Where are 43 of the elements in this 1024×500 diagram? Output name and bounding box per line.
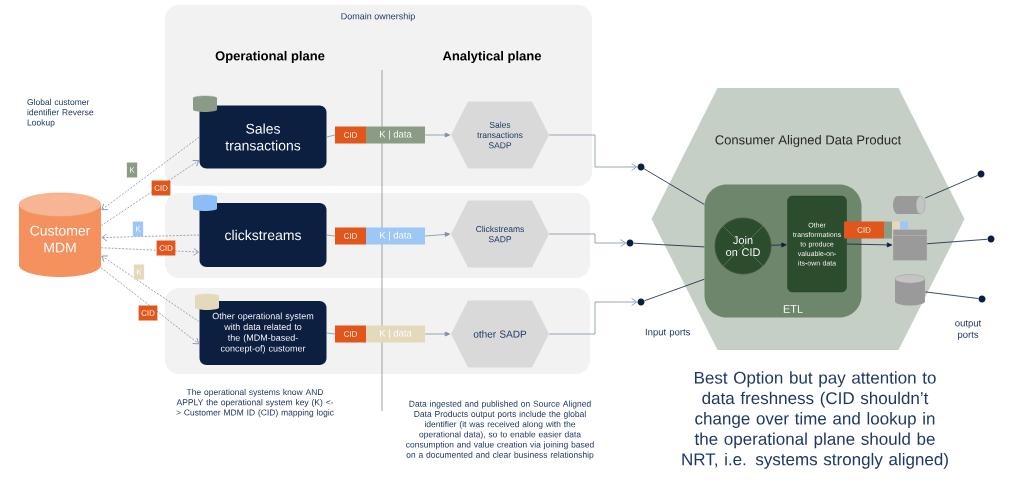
storage-cylinder bbox=[893, 195, 926, 215]
database-cylinder: Customer MDM bbox=[18, 192, 102, 277]
edge-label: CID bbox=[138, 305, 158, 321]
hexagon: Clickstreams SADP bbox=[451, 200, 549, 268]
text-label: Domain ownership bbox=[341, 12, 415, 22]
arrow bbox=[100, 247, 199, 256]
record-tag: CID K | data bbox=[335, 325, 425, 343]
edge-label: CID bbox=[156, 240, 176, 256]
text-label: Data ingested and published on Source Aligned Data Products output ports include the global identifier (it was received along with the operational data), so to enable easier data consumption and value creation via joining based on a documented and clear business relationship bbox=[406, 400, 594, 460]
hexagon: Sales transactions SADP bbox=[451, 101, 549, 169]
text-label: Best Option but pay attention to data freshness (CID shouldn’t change over time and lookup in the operational plane should be NRT, i.e. systems strongly aligned) bbox=[682, 371, 948, 469]
arrow bbox=[424, 132, 451, 138]
arrow bbox=[770, 242, 787, 248]
arrow bbox=[846, 242, 893, 248]
edge-label: CID bbox=[151, 180, 171, 196]
record-tag: CID K | data bbox=[335, 126, 425, 144]
text-label: Analytical plane bbox=[442, 50, 542, 64]
edge-label: K bbox=[132, 221, 144, 237]
node-label: CID bbox=[344, 331, 358, 337]
arrow bbox=[548, 298, 637, 335]
arrow bbox=[424, 331, 451, 337]
hexagon: other SADP bbox=[451, 300, 549, 368]
arrow bbox=[548, 233, 626, 247]
node-label: CID bbox=[344, 233, 358, 239]
text-label: Operational plane bbox=[215, 50, 325, 64]
arrow bbox=[424, 232, 451, 237]
arrow bbox=[100, 160, 200, 226]
system-box: Sales transactions bbox=[199, 105, 327, 169]
edge-label: K bbox=[133, 264, 145, 280]
system-box: Other operational system with data related to the (MDM-based-concept-of) customer bbox=[199, 301, 327, 365]
arrow bbox=[101, 136, 200, 211]
edge-label: K bbox=[126, 162, 138, 178]
text-label: The operational systems know AND APPLY the operational system key (K) <-> Customer MDM ID (CID) mapping logic bbox=[176, 388, 334, 418]
arrow bbox=[101, 255, 200, 323]
node-label: CID bbox=[344, 132, 358, 138]
record-tag: CID K | data bbox=[335, 227, 425, 245]
storage-cylinder bbox=[894, 274, 926, 306]
system-box: clickstreams bbox=[199, 203, 327, 267]
arrow bbox=[101, 233, 200, 242]
text-label: Global customer identifier Reverse Lookup bbox=[27, 98, 94, 128]
storage-box bbox=[892, 229, 928, 261]
arrow bbox=[100, 267, 200, 345]
arrow bbox=[548, 134, 637, 171]
